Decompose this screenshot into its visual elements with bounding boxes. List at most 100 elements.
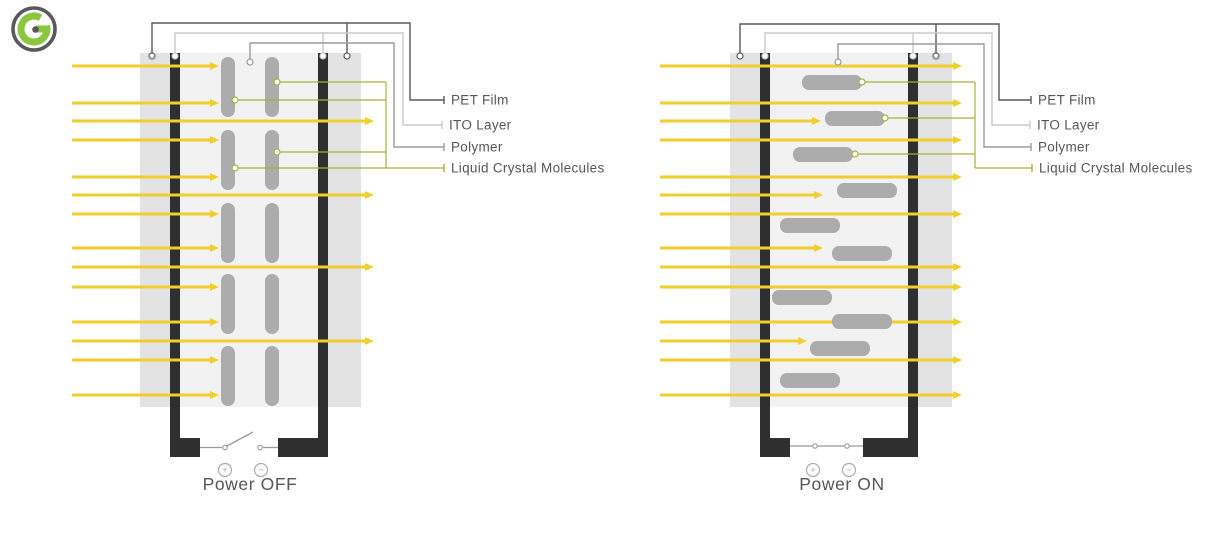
lcm-callout-marker: [273, 78, 281, 86]
minus-terminal-icon: [253, 462, 269, 478]
light-ray-arrowhead: [953, 318, 962, 326]
ito-leader-line: [764, 32, 1030, 126]
label-lcm: Liquid Crystal Molecules: [1039, 161, 1193, 176]
liquid-crystal-molecule: [265, 203, 279, 263]
light-ray-arrowhead: [953, 283, 962, 291]
switch-contact: [844, 443, 850, 449]
light-ray-arrowhead: [210, 62, 219, 70]
liquid-crystal-molecule: [221, 130, 235, 190]
light-ray-arrowhead: [365, 337, 374, 345]
light-ray-arrowhead: [210, 318, 219, 326]
light-ray-arrowhead: [953, 356, 962, 364]
plus-sign: +: [222, 465, 228, 476]
lcm-callout-marker: [851, 150, 859, 158]
light-ray-arrowhead: [210, 356, 219, 364]
switch-contact: [222, 444, 228, 451]
pet-callout-marker: [932, 52, 940, 60]
light-ray-arrowhead: [365, 117, 374, 125]
switch-contact: [812, 443, 818, 449]
plus-terminal-icon: [805, 462, 821, 478]
ito-electrode-bar: [170, 53, 180, 457]
liquid-crystal-molecule: [221, 346, 235, 406]
label-ito: ITO Layer: [1037, 118, 1100, 133]
liquid-crystal-molecule: [832, 246, 892, 261]
liquid-crystal-molecule: [825, 111, 885, 126]
liquid-crystal-molecule: [221, 57, 235, 117]
pet-leader-line: [151, 22, 444, 101]
light-ray-arrowhead: [953, 263, 962, 271]
liquid-crystal-molecule: [265, 57, 279, 117]
liquid-crystal-molecule: [772, 290, 832, 305]
light-ray-arrowhead: [953, 391, 962, 399]
polymer-leader-line: [249, 42, 444, 148]
minus-terminal-icon: [841, 462, 857, 478]
electrode-foot: [170, 438, 200, 457]
light-ray-arrowhead: [210, 210, 219, 218]
light-ray-arrowhead: [812, 117, 821, 125]
lcm-callout-marker: [231, 96, 239, 104]
light-ray-arrowhead: [953, 173, 962, 181]
lcm-callout-marker: [273, 148, 281, 156]
ito-callout-marker: [909, 52, 917, 60]
liquid-crystal-molecule: [221, 203, 235, 263]
light-ray-arrowhead: [210, 391, 219, 399]
polymer-callout-marker: [834, 58, 842, 66]
light-ray-arrowhead: [798, 337, 807, 345]
label-lcm: Liquid Crystal Molecules: [451, 161, 605, 176]
liquid-crystal-molecule: [780, 373, 840, 388]
ito-electrode-bar: [908, 53, 918, 457]
light-ray-arrowhead: [210, 173, 219, 181]
logo: [11, 6, 57, 52]
liquid-crystal-molecule: [265, 274, 279, 334]
ito-callout-marker: [171, 52, 179, 60]
light-ray-arrowhead: [814, 244, 823, 252]
switch-blade-open: [226, 431, 254, 447]
light-ray-arrowhead: [210, 99, 219, 107]
pet-callout-marker: [736, 52, 744, 60]
ito-callout-marker: [319, 52, 327, 60]
logo-g-dot: [32, 26, 39, 33]
liquid-crystal-molecule: [265, 346, 279, 406]
light-ray-arrowhead: [953, 136, 962, 144]
light-ray-arrowhead: [210, 244, 219, 252]
lcm-callout-marker: [881, 114, 889, 122]
liquid-crystal-molecule: [793, 147, 853, 162]
label-polymer: Polymer: [451, 140, 503, 155]
logo-g-arc: [17, 12, 51, 46]
label-polymer: Polymer: [1038, 140, 1090, 155]
ito-callout-marker: [761, 52, 769, 60]
light-ray-arrowhead: [210, 136, 219, 144]
electrode-foot: [760, 438, 790, 457]
liquid-crystal-molecule: [837, 183, 897, 198]
liquid-crystal-molecule: [221, 274, 235, 334]
light-ray-arrowhead: [365, 191, 374, 199]
ito-electrode-bar: [760, 53, 770, 457]
liquid-crystal-molecule: [810, 341, 870, 356]
lcm-callout-marker: [231, 164, 239, 172]
minus-sign: −: [846, 465, 852, 476]
ito-leader-line: [174, 32, 442, 126]
liquid-crystal-molecule: [802, 75, 862, 90]
electrode-foot: [278, 438, 328, 457]
pet-callout-marker: [343, 52, 351, 60]
minus-sign: −: [258, 465, 264, 476]
plus-sign: +: [810, 465, 816, 476]
switch-contact: [257, 444, 263, 451]
logo-g-bar: [35, 25, 50, 33]
ito-electrode-bar: [318, 53, 328, 457]
light-ray-arrowhead: [814, 191, 823, 199]
polymer-callout-marker: [246, 58, 254, 66]
light-ray-arrowhead: [210, 283, 219, 291]
liquid-crystal-molecule: [832, 314, 892, 329]
light-ray-arrowhead: [953, 210, 962, 218]
pet-leader-line: [739, 23, 1031, 101]
liquid-crystal-molecule: [780, 218, 840, 233]
light-ray-arrowhead: [953, 99, 962, 107]
plus-terminal-icon: [217, 462, 233, 478]
label-pet: PET Film: [451, 93, 509, 108]
lcm-callout-marker: [858, 78, 866, 86]
polymer-leader-line: [837, 43, 1031, 148]
